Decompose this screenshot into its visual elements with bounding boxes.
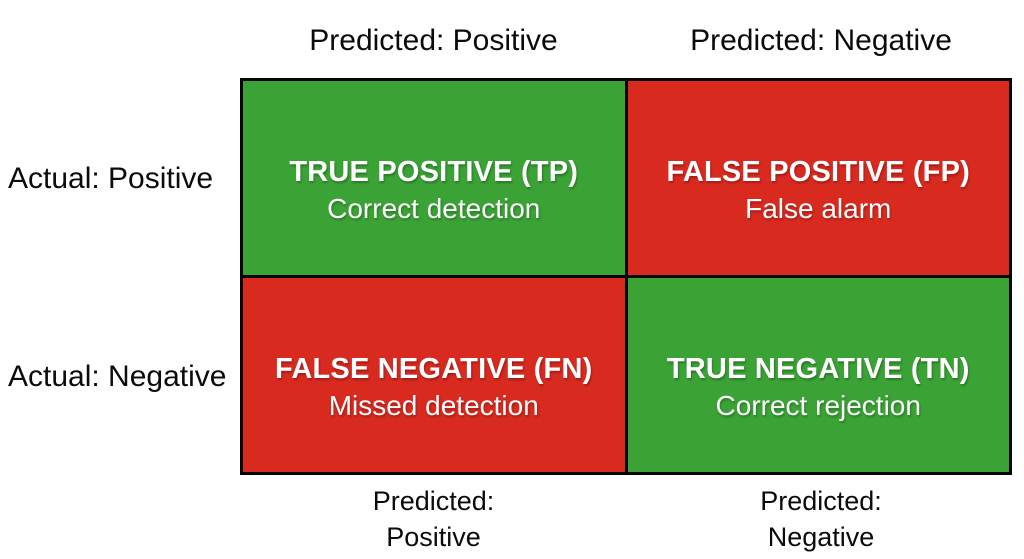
- column-header-predicted-negative: Predicted: Negative: [690, 24, 952, 57]
- matrix-cell-true-positive: TRUE POSITIVE (TP) Correct detection: [243, 81, 625, 275]
- bottom-label-positive-line1: Predicted:: [372, 486, 495, 516]
- bottom-label-negative-line1: Predicted:: [760, 486, 882, 516]
- bottom-column-label-predicted-positive: Predicted: Positive: [240, 484, 627, 555]
- matrix-cell-true-negative: TRUE NEGATIVE (TN) Correct rejection: [627, 278, 1009, 472]
- cell-title-false-negative: FALSE NEGATIVE (FN): [275, 352, 593, 385]
- row-label-actual-positive: Actual: Positive: [8, 162, 214, 195]
- row-label-actual-negative: Actual: Negative: [8, 360, 227, 393]
- cell-subtitle-true-positive: Correct detection: [327, 193, 541, 225]
- bottom-label-negative-line2: Negative: [767, 521, 875, 552]
- cell-title-false-positive: FALSE POSITIVE (FP): [666, 155, 970, 188]
- cell-title-true-negative: TRUE NEGATIVE (TN): [666, 352, 970, 385]
- cell-subtitle-false-positive: False alarm: [745, 193, 892, 225]
- bottom-label-positive-line2: Positive: [386, 521, 481, 552]
- matrix-cell-false-positive: FALSE POSITIVE (FP) False alarm: [627, 81, 1009, 275]
- cell-subtitle-true-negative: Correct rejection: [715, 390, 921, 422]
- cell-title-true-positive: TRUE POSITIVE (TP): [289, 155, 579, 188]
- matrix-cell-false-negative: FALSE NEGATIVE (FN) Missed detection: [243, 278, 625, 472]
- bottom-column-label-predicted-negative: Predicted: Negative: [630, 484, 1012, 555]
- matrix-grid: TRUE POSITIVE (TP) Correct detection FAL…: [240, 78, 1012, 475]
- cell-subtitle-false-negative: Missed detection: [328, 390, 539, 422]
- column-header-predicted-positive: Predicted: Positive: [309, 24, 558, 57]
